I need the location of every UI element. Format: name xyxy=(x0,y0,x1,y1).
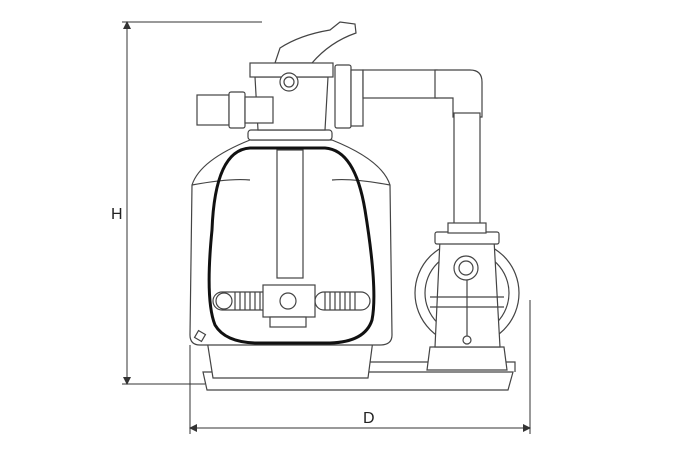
depth-dimension: D xyxy=(189,300,531,434)
multiport-valve xyxy=(196,21,364,141)
center-pipe xyxy=(276,149,304,279)
sand-level-outline xyxy=(207,146,376,345)
laterals xyxy=(212,284,371,328)
filter-tank xyxy=(189,139,393,379)
inlet-port xyxy=(196,94,230,126)
pressure-gauge xyxy=(279,72,299,92)
depth-label: D xyxy=(363,410,375,427)
valve-handle xyxy=(274,21,357,64)
pump xyxy=(414,222,520,371)
union-fitting xyxy=(334,64,352,129)
height-dimension: H xyxy=(111,21,262,385)
connecting-pipe xyxy=(362,69,483,226)
height-label: H xyxy=(111,206,123,223)
drain-plug xyxy=(193,329,207,343)
pump-port xyxy=(453,255,479,281)
